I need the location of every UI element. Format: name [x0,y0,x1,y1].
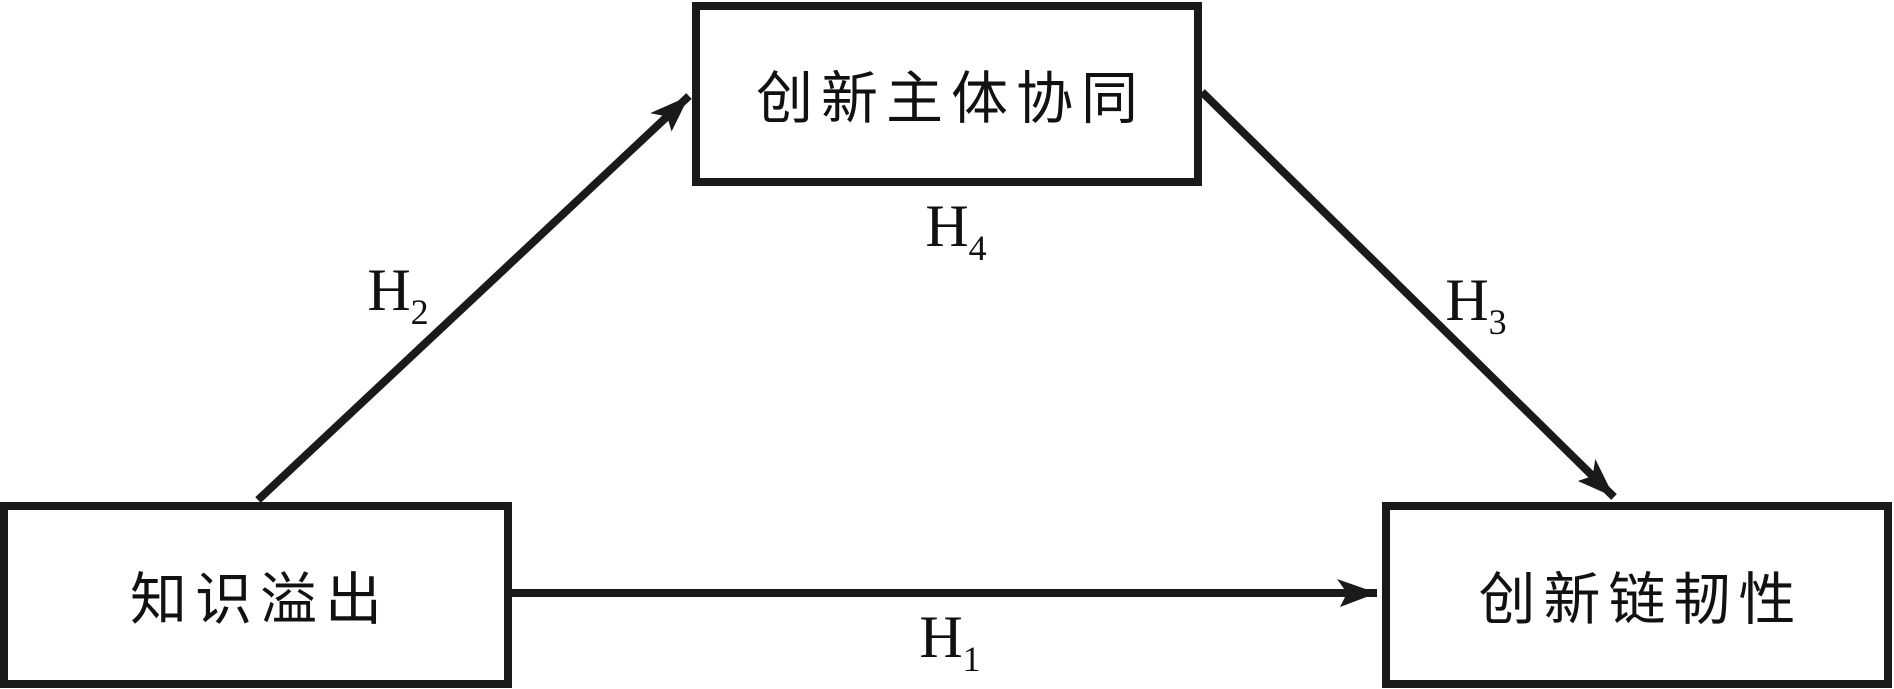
label-h1: H1 [919,604,981,679]
label-h3: H3 [1445,267,1507,342]
label-h2: H2 [367,257,429,332]
arrow-h2 [255,93,692,503]
arrow-h3 [1199,89,1617,500]
label-h4: H4 [925,193,987,268]
node-innovation-entity-synergy: 创新主体协同 [692,2,1202,186]
node-label: 知识溢出 [130,569,390,632]
node-label: 创新链韧性 [1478,569,1804,632]
node-knowledge-spillover: 知识溢出 [0,502,512,688]
node-innovation-chain-resilience: 创新链韧性 [1382,502,1892,688]
node-label: 创新主体协同 [756,68,1146,131]
